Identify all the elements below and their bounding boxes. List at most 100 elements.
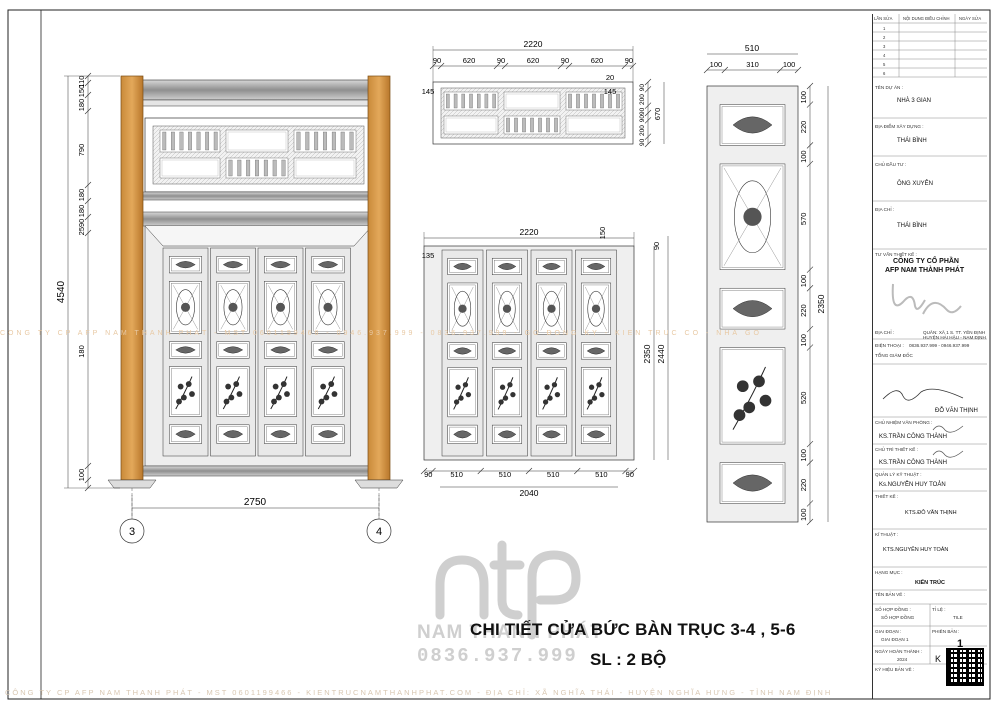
tb-scale-label: TỈ LỆ : (932, 607, 946, 612)
watermark-mid: CÔNG TY CP AFP NAM THANH PHÁT - MST 0601… (0, 330, 762, 337)
front-height-dim-2: 150 (77, 85, 86, 98)
carved-panel (536, 424, 567, 444)
carved-panel (311, 341, 345, 359)
revision-table: LẦN SỬA NỘI DUNG ĐIỀU CHỈNH NGÀY SỬA 1 2… (873, 14, 987, 90)
front-height-dim-6: 180 (77, 205, 86, 218)
tb-completion-label: NGÀY HOÀN THÀNH : (875, 649, 923, 654)
top-panel-right-dim-2: 200 (639, 94, 646, 105)
top-panel-part-dim-3: 90 (497, 56, 505, 65)
top-panel-right-dim-4: 90 (639, 115, 646, 123)
tb-scale: TILE (953, 615, 963, 620)
door-overall-dim: 2220 (520, 227, 539, 237)
carved-panel (264, 341, 297, 359)
door-leaf (530, 249, 573, 457)
carved-panel (536, 342, 567, 360)
tb-sheet-code-label: KÝ HIỆU BẢN VẼ : (875, 667, 915, 672)
flower-panel (491, 367, 523, 418)
door-leaf (305, 247, 351, 457)
tb-address-label: ĐỊA CHỈ : (875, 207, 895, 212)
plain-panel (293, 157, 357, 179)
baluster-group (225, 157, 289, 179)
door-leaf (575, 249, 617, 457)
rev-header-1: LẦN SỬA (874, 16, 893, 21)
top-panel-right-dim-3: 90 (639, 107, 646, 115)
carved-panel (491, 342, 523, 360)
carved-panel (536, 282, 567, 335)
leaf-right-dim-5: 100 (799, 275, 808, 288)
door-bottom-dim-6: 90 (626, 470, 634, 479)
door-leaf (441, 249, 484, 457)
tb-co-address-1: QUÂN: XÃ 1 S. TT. YÊN ĐỊNH (923, 330, 986, 335)
door-right-outer-dim: 2440 (656, 344, 666, 363)
top-panel-right-total-dim: 670 (653, 108, 662, 121)
tb-phase-label: GIAI ĐOẠN : (875, 629, 902, 634)
flower-panel (580, 367, 612, 418)
carved-panel (447, 424, 478, 444)
tb-director-label: TỔNG GIÁM ĐỐC (875, 353, 913, 358)
tb-address: THÁI BÌNH (897, 223, 927, 229)
tb-co-address-label: ĐỊA CHỈ : (875, 330, 895, 335)
front-height-dim-8: 180 (77, 345, 86, 358)
flower-panel (264, 366, 297, 417)
tb-project-label: TÊN DỰ ÁN : (875, 85, 903, 90)
ntp-logo (435, 540, 581, 640)
tb-company-1: CÔNG TY CỔ PHẦN (893, 258, 959, 265)
carved-panel (447, 257, 478, 275)
tb-project: NHÀ 3 GIAN (897, 98, 932, 104)
carved-panel (447, 342, 478, 360)
flower-panel (216, 366, 250, 417)
top-panel-part-dim-6: 620 (591, 56, 604, 65)
front-height-dim-5: 180 (77, 189, 86, 202)
leaf-top-overall-dim: 510 (745, 43, 759, 53)
watermark-bottom: CÔNG TY CP AFP NAM THANH PHÁT - MST 0601… (5, 688, 833, 697)
leaf-top-part-dim-3: 100 (783, 60, 796, 69)
top-panel-part-dim-4: 620 (527, 56, 540, 65)
carved-panel (169, 424, 202, 444)
leaf-right-dim-11: 100 (799, 508, 808, 521)
leaf-right-dim-8: 520 (799, 392, 808, 405)
tb-office-head-label: CHỦ NHIỆM VĂN PHÒNG : (875, 420, 933, 425)
leaf-top-part-dim-2: 310 (746, 60, 759, 69)
brand-phone: 0836.937.999 (417, 645, 578, 667)
carved-panel (447, 282, 478, 335)
title-block: LẦN SỬA NỘI DUNG ĐIỀU CHỈNH NGÀY SỬA 1 2… (872, 14, 987, 699)
door-leaf (486, 249, 528, 457)
front-height-dim-4: 790 (77, 144, 86, 157)
tb-technician-label: KĨ THUẬT : (875, 532, 899, 537)
flower-panel (447, 367, 478, 418)
rev-num-4: 4 (883, 53, 886, 58)
carved-panel (719, 163, 786, 270)
baluster-group (503, 115, 561, 135)
baluster-group (443, 91, 499, 111)
flower-panel (311, 366, 345, 417)
leaf-right-dim-9: 100 (799, 449, 808, 462)
front-height-dim-3: 180 (77, 99, 86, 112)
tb-owner-label: CHỦ ĐẦU TƯ : (875, 162, 907, 167)
tb-phone-label: ĐIỆN THOẠI : (875, 343, 904, 348)
tb-contract: SỐ HỢP ĐỒNG (881, 615, 915, 620)
plain-panel (443, 115, 499, 135)
top-panel-left-dim: 145 (422, 87, 435, 96)
carved-panel (169, 341, 202, 359)
tb-category-label: HẠNG MỤC : (875, 570, 903, 575)
top-panel-part-dim-5: 90 (561, 56, 569, 65)
carved-panel (311, 424, 345, 444)
door-right-inner-dim: 2350 (642, 344, 652, 363)
carved-panel (169, 256, 202, 274)
door-bottom-dim-1: 90 (424, 470, 432, 479)
tb-technician: KTS.NGUYỄN HUY TOẢN (883, 547, 949, 553)
overall-height-dim: 4540 (56, 280, 67, 303)
carved-panel (216, 256, 250, 274)
tb-lead-designer-label: CHỦ TRÌ THIẾT KẾ : (875, 447, 918, 452)
carved-panel (264, 256, 297, 274)
door-leaf (210, 247, 256, 457)
tb-location-label: ĐỊA ĐIỂM XÂY DỰNG : (875, 124, 924, 129)
door-bottom-overall-dim: 2040 (520, 488, 539, 498)
top-panel-part-dim-1: 90 (433, 56, 441, 65)
flower-panel (719, 347, 786, 445)
rev-num-5: 5 (883, 62, 886, 67)
door-bottom-dim-4: 510 (547, 470, 560, 479)
rev-num-2: 2 (883, 35, 886, 40)
